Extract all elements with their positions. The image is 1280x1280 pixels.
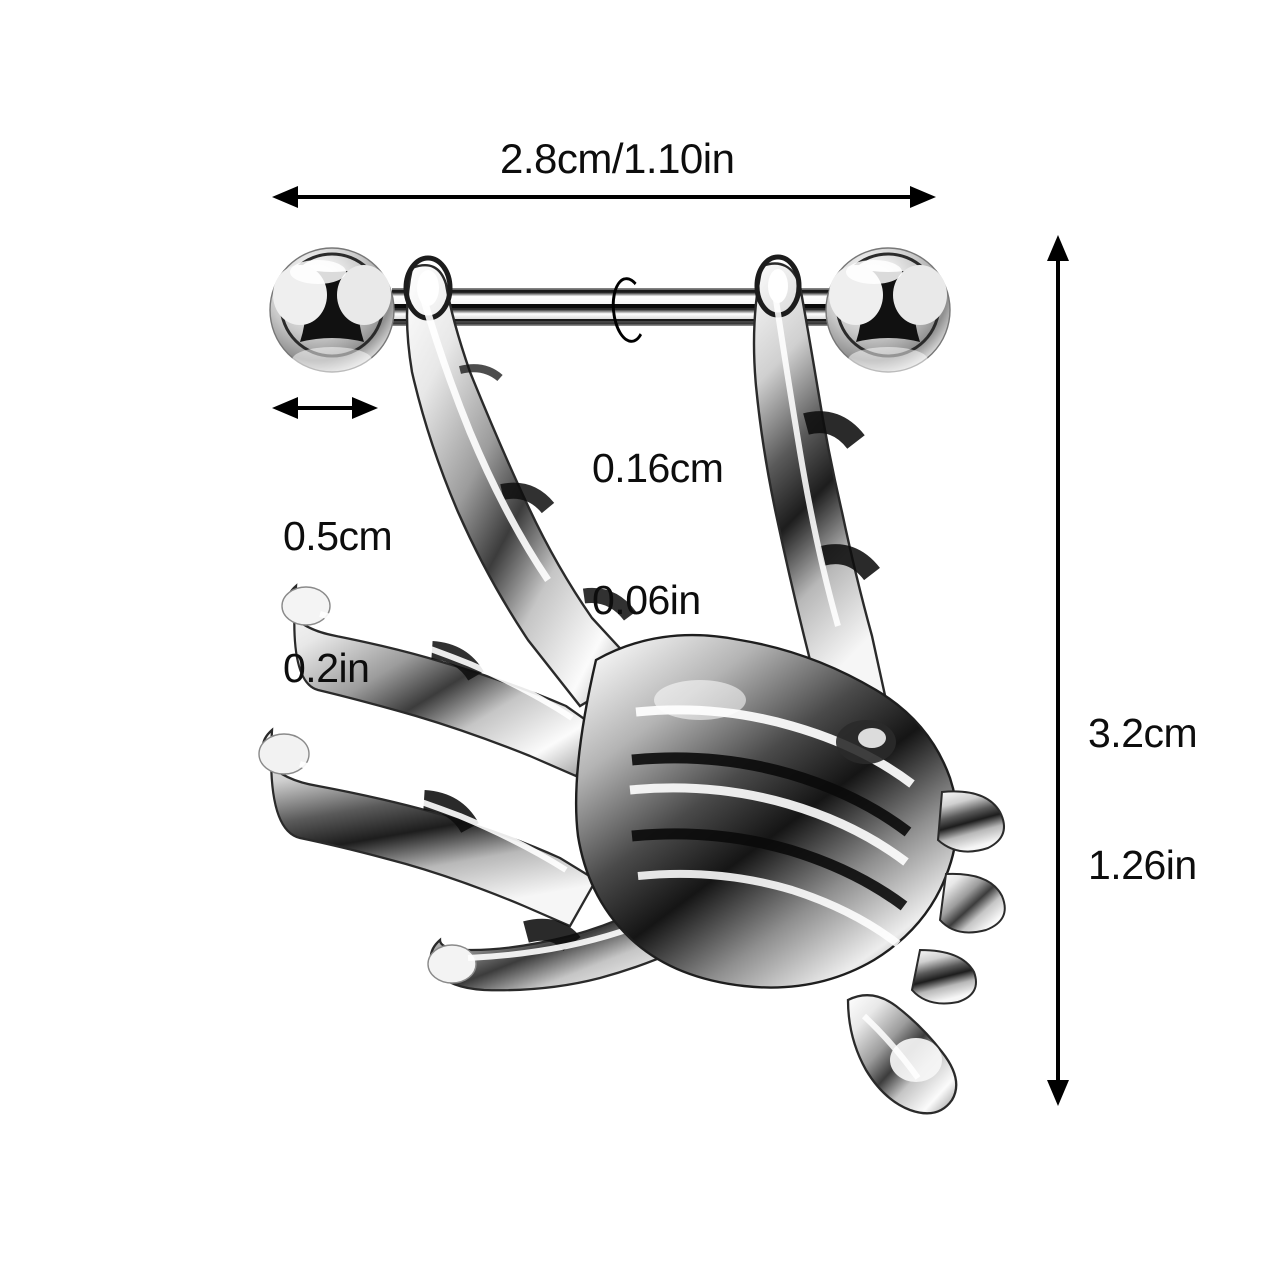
gauge-dimension-cm: 0.16cm — [592, 444, 724, 491]
height-dimension-label: 3.2cm 1.26in — [1088, 622, 1198, 976]
ball-dimension-in: 0.2in — [283, 645, 370, 692]
ball-dimension-cm: 0.5cm — [283, 512, 393, 559]
ball-arrowhead-left — [272, 397, 298, 419]
width-dimension-line — [286, 195, 922, 199]
height-dimension-in: 1.26in — [1088, 842, 1197, 889]
ball-dimension-line — [284, 406, 366, 410]
skeleton-hand-charm — [258, 254, 1006, 1115]
gauge-dimension-label: 0.16cm 0.06in — [592, 357, 724, 711]
width-arrowhead-left — [272, 186, 298, 208]
width-dimension-label: 2.8cm/1.10in — [500, 135, 735, 182]
ball-dimension-label: 0.5cm 0.2in — [283, 425, 393, 779]
gauge-dimension-in: 0.06in — [592, 577, 701, 624]
height-arrowhead-bottom — [1047, 1080, 1069, 1106]
width-arrowhead-right — [910, 186, 936, 208]
palm-knuckles — [910, 790, 1006, 1005]
finger-upper-left — [281, 583, 602, 778]
fingertip-bulb-bottom — [846, 994, 958, 1115]
palm-metacarpals — [574, 633, 959, 989]
height-dimension-line — [1056, 248, 1060, 1092]
height-arrowhead-top — [1047, 235, 1069, 261]
right-barbell-ball — [825, 247, 951, 373]
finger-lower-left — [258, 727, 598, 928]
finger-right — [752, 254, 888, 718]
finger-index — [403, 255, 642, 708]
left-barbell-ball — [269, 247, 395, 373]
height-dimension-cm: 3.2cm — [1088, 709, 1198, 756]
ball-arrowhead-right — [352, 397, 378, 419]
